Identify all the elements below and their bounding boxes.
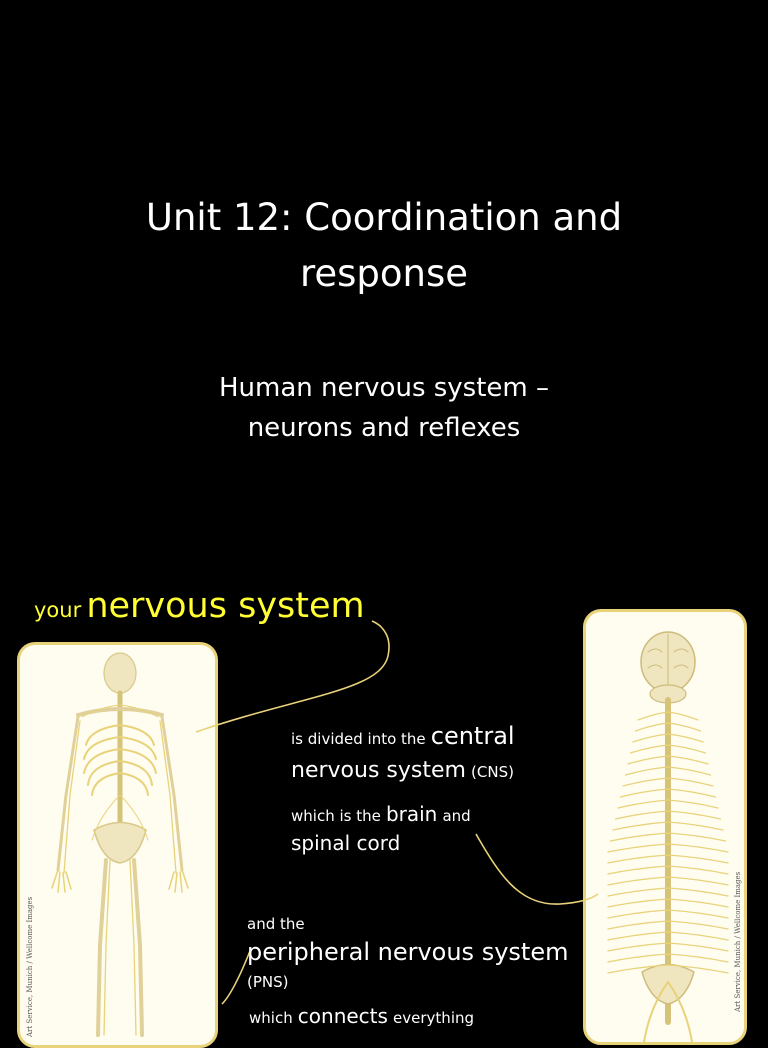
pns-paragraph-line-1: and the xyxy=(247,915,305,933)
spinal-nerve-branch xyxy=(667,843,729,853)
subtitle-line-1: Human nervous system – xyxy=(218,373,550,403)
spinal-nerve-branch xyxy=(667,722,702,732)
spinal-nerve-branch xyxy=(607,909,669,919)
subtitle-line-2: neurons and reflexes xyxy=(247,413,521,443)
spinal-nerve-branch xyxy=(667,909,729,919)
heading-nervous-system: nervous system xyxy=(86,586,365,626)
spinal-nerve-branch xyxy=(667,810,722,820)
spinal-nerve-branch xyxy=(619,788,669,798)
title-line-2: response xyxy=(299,252,469,295)
spinal-nerve-branch xyxy=(614,810,669,820)
spinal-nerve-branch xyxy=(667,744,707,754)
spinal-nerve-branch xyxy=(632,733,669,743)
spinal-nerve-branch xyxy=(607,865,669,875)
spinal-nerve-branch xyxy=(667,755,709,765)
slide-subtitle: Human nervous system – neurons and refle… xyxy=(0,368,768,448)
spinal-nerve-branch xyxy=(607,887,669,897)
spinal-nerve-branch xyxy=(667,942,729,952)
spinal-nerve-branch xyxy=(667,953,729,963)
spinal-nerve-branch xyxy=(607,854,669,864)
slide-title: Unit 12: Coordination and response xyxy=(0,190,768,302)
connector-to-cns-image xyxy=(475,833,599,905)
cns-paragraph-line-1: is divided into the central xyxy=(291,722,515,750)
connects-paragraph-line: which connects everything xyxy=(249,1004,475,1028)
skeleton-nerves-illustration xyxy=(51,652,189,1037)
spinal-nerve-branch xyxy=(667,898,729,908)
brain-paragraph-line-1: which is the brain and xyxy=(291,802,471,826)
spinal-nerve-branch xyxy=(607,953,669,963)
spinal-nerve-branch xyxy=(607,931,669,941)
connector-to-pns-image xyxy=(221,950,251,1005)
spinal-nerve-branch xyxy=(612,821,669,831)
spinal-nerve-branch xyxy=(617,799,669,809)
spinal-nerve-branch xyxy=(667,865,729,875)
cns-paragraph-line-2: nervous system (CNS) xyxy=(291,758,514,783)
spinal-nerve-branch xyxy=(667,766,712,776)
spinal-nerve-branch xyxy=(607,876,669,886)
spinal-nerve-branch xyxy=(667,788,717,798)
spinal-nerve-branch xyxy=(607,964,669,974)
spinal-nerve-branch xyxy=(667,832,727,842)
spinal-nerve-branch xyxy=(622,777,669,787)
spinal-nerve-branch xyxy=(634,722,669,732)
nervous-system-slide: your nervous system xyxy=(0,576,768,1048)
cns-illustration xyxy=(607,631,729,1042)
spinal-nerve-branch xyxy=(609,832,669,842)
spinal-nerve-branch xyxy=(637,711,669,721)
spinal-nerve-branch xyxy=(667,920,729,930)
spinal-nerve-branch xyxy=(607,843,669,853)
title-slide: Unit 12: Coordination and response Human… xyxy=(0,190,768,448)
spinal-nerve-branch xyxy=(607,920,669,930)
connector-to-heading xyxy=(195,620,390,733)
brain-spinal-cord-image: Art Service, Munich / Wellcome Images xyxy=(583,609,747,1045)
spinal-nerve-branch xyxy=(667,964,729,974)
spinal-nerve-branch xyxy=(667,733,704,743)
spinal-nerve-branch xyxy=(629,744,669,754)
title-line-1: Unit 12: Coordination and xyxy=(145,196,623,239)
heading-your: your xyxy=(34,598,82,622)
spinal-nerve-branch xyxy=(624,766,669,776)
spinal-nerve-branch xyxy=(667,854,729,864)
spinal-nerve-branch xyxy=(667,777,714,787)
spinal-nerve-branch xyxy=(667,821,724,831)
left-image-credit: Art Service, Munich / Wellcome Images xyxy=(26,896,34,1037)
full-body-nervous-system-image: Art Service, Munich / Wellcome Images xyxy=(17,642,218,1048)
spinal-nerve-branch xyxy=(667,887,729,897)
spinal-nerve-branch xyxy=(667,876,729,886)
spinal-nerve-branch xyxy=(627,755,669,765)
pns-paragraph-line-3: (PNS) xyxy=(247,973,289,991)
spinal-nerve-branch xyxy=(607,898,669,908)
brain-paragraph-line-2: spinal cord xyxy=(291,831,401,855)
pns-paragraph-line-2: peripheral nervous system xyxy=(247,938,569,966)
slide-heading: your nervous system xyxy=(34,586,365,626)
spinal-nerve-branch xyxy=(667,931,729,941)
spinal-nerve-branch xyxy=(667,711,699,721)
spinal-nerve-branch xyxy=(667,799,719,809)
right-image-credit: Art Service, Munich / Wellcome Images xyxy=(734,871,742,1012)
spinal-nerve-branch xyxy=(607,942,669,952)
